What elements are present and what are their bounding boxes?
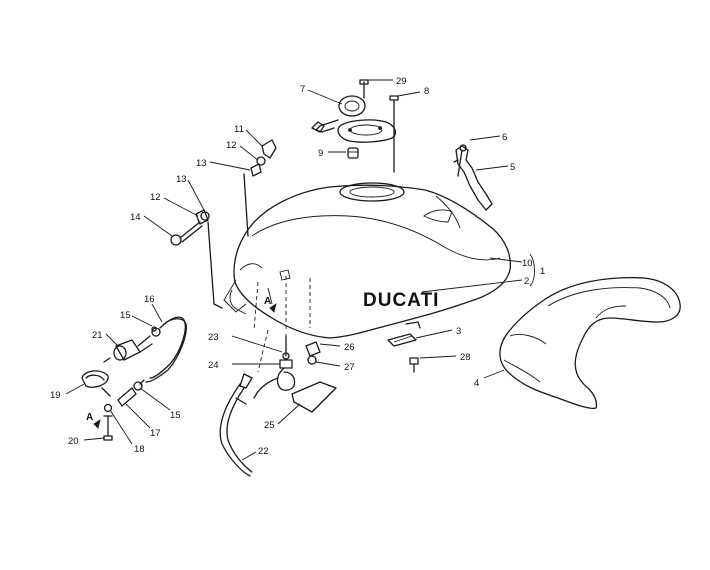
callout-15b: 15: [170, 410, 181, 421]
fuel-cap-assembly: [311, 79, 399, 173]
tank-underside-cover: [499, 277, 681, 410]
leader-lines: [65, 79, 535, 461]
callout-14: 14: [130, 212, 141, 223]
callout-5: 5: [510, 162, 515, 173]
tank-mount-hardware: [170, 139, 277, 309]
callout-8: 8: [424, 86, 429, 97]
callout-15a: 15: [120, 310, 131, 321]
callout-23: 23: [208, 332, 219, 343]
fuel-tank: [223, 182, 512, 339]
clip-and-screw: [387, 321, 421, 373]
callout-13b: 13: [176, 174, 187, 185]
hidden-line: [257, 329, 269, 373]
strap-bracket: [453, 144, 493, 211]
callout-16: 16: [144, 294, 155, 305]
callout-29: 29: [396, 76, 407, 87]
callout-20: 20: [68, 436, 79, 447]
callout-28: 28: [460, 352, 471, 363]
fuel-pump-sender: [219, 335, 337, 477]
view-letter-top: A: [264, 296, 271, 307]
callout-4: 4: [474, 378, 479, 389]
callout-17: 17: [150, 428, 161, 439]
callout-10: 10: [522, 258, 533, 269]
callout-27: 27: [344, 362, 355, 373]
callout-24: 24: [208, 360, 219, 371]
callout-21: 21: [92, 330, 103, 341]
callout-18: 18: [134, 444, 145, 455]
view-arrow-icon: [269, 303, 277, 313]
callout-3: 3: [456, 326, 461, 337]
callout-12b: 12: [150, 192, 161, 203]
callout-13a: 13: [196, 158, 207, 169]
callout-9: 9: [318, 148, 323, 159]
hidden-line: [253, 281, 259, 331]
callout-1: 1: [540, 266, 545, 277]
brand-logo-text: DUCATI: [363, 290, 439, 311]
callout-11: 11: [234, 124, 244, 135]
callout-2: 2: [524, 276, 529, 287]
callout-19: 19: [50, 390, 61, 401]
callout-7: 7: [300, 84, 305, 95]
callout-25: 25: [264, 420, 275, 431]
callout-22: 22: [258, 446, 269, 457]
view-arrow-icon: [93, 419, 101, 429]
view-letter-bottom: A: [86, 412, 93, 423]
fuel-filter-assembly: [81, 316, 187, 441]
callout-labels: 1 2 3 4 5 6 7 8 9 10 11 12 12 13 13 14 1…: [50, 76, 545, 457]
callout-26: 26: [344, 342, 355, 353]
callout-12a: 12: [226, 140, 237, 151]
callout-6: 6: [502, 132, 507, 143]
